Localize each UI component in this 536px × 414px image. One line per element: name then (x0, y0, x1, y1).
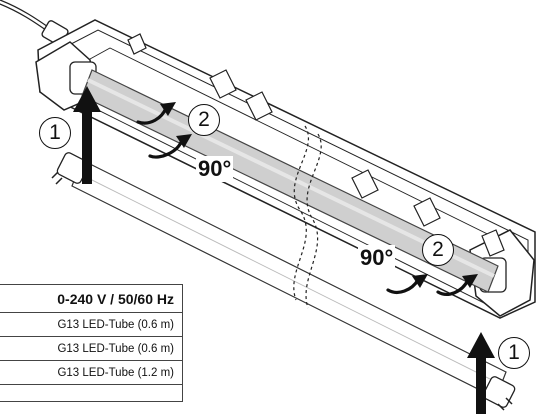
table-row (0, 384, 183, 402)
rotation-label-right: 90° (358, 245, 396, 271)
step-2-callout-right: 2 (422, 234, 454, 266)
step-1-callout-right: 1 (498, 337, 530, 369)
lift-arrow-right (467, 332, 495, 414)
table-cell: G13 LED-Tube (1.2 m) (0, 360, 183, 385)
table-cell: G13 LED-Tube (0.6 m) (0, 312, 183, 337)
spec-table-header-row: 0-240 V / 50/60 Hz (0, 284, 183, 313)
table-cell: G13 LED-Tube (0.6 m) (0, 336, 183, 361)
step-1-callout-left: 1 (39, 117, 71, 149)
mounted-tube (81, 69, 499, 293)
table-row: G13 LED-Tube (1.2 m) (0, 360, 183, 385)
rotate-arrowheads-right (412, 274, 478, 288)
table-row: G13 LED-Tube (0.6 m) (0, 312, 183, 337)
break-lines (293, 125, 322, 309)
rotate-arrowheads-left (160, 102, 192, 148)
housing-clips (127, 33, 505, 257)
table-row: G13 LED-Tube (0.6 m) (0, 336, 183, 361)
step-2-callout-left: 2 (188, 104, 220, 136)
table-cell (0, 384, 183, 402)
lift-arrow-left (73, 86, 101, 184)
spec-table: 0-240 V / 50/60 Hz G13 LED-Tube (0.6 m) … (0, 284, 183, 402)
removed-tube (51, 152, 516, 411)
spec-table-header: 0-240 V / 50/60 Hz (0, 284, 183, 313)
rotation-label-left: 90° (196, 156, 234, 182)
